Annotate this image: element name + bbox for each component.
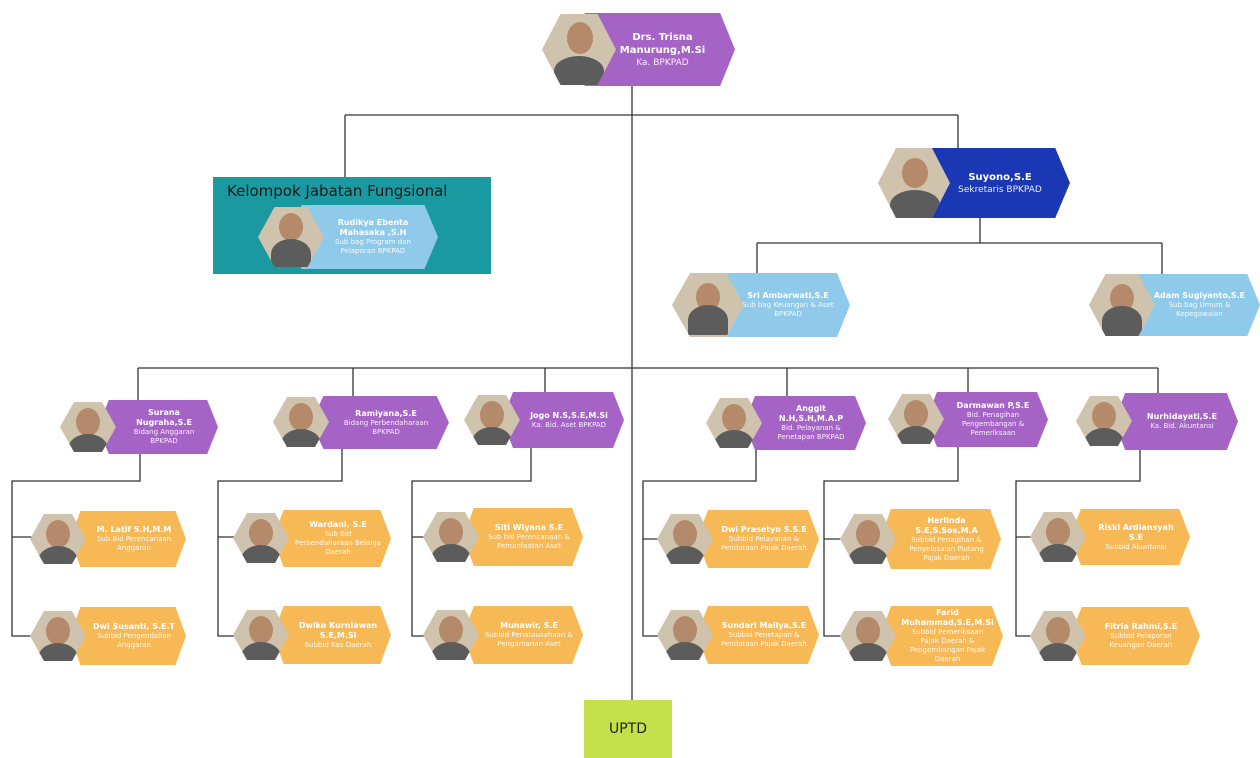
node-kasubid-3-2[interactable]: Munawir, S.E Subbid Penatausahaan & Peng… xyxy=(423,606,583,664)
node-kasubid-2-1[interactable]: Wardani, S.E Sub Bid Perbendaharaan Bela… xyxy=(233,510,391,567)
kasubid-6-1-role: Subbid Akuntansi xyxy=(1105,542,1167,551)
node-sekretaris[interactable]: Suyono,S.E Sekretaris BPKPAD xyxy=(868,148,1070,218)
bidang-3-name: Jogo N.S,S.E,M.Si xyxy=(530,410,608,420)
head-name: Drs. Trisna Manurung,M.Si xyxy=(619,31,706,56)
bidang-2-role: Bidang Perbendaharaan BPKPAD xyxy=(343,418,429,436)
sub-sekretaris-1-role: Sub bag Keuangan & Aset BPKPAD xyxy=(742,301,834,318)
node-kasubid-2-2[interactable]: Dwiko Kurniawan S.E,M.Si Subbid Kas Daer… xyxy=(233,606,391,664)
kasubid-6-2-avatar xyxy=(1030,611,1086,661)
kasubid-5-2-name: Farid Muhammad,S.E,M.Si xyxy=(901,608,994,627)
sekretaris-role: Sekretaris BPKPAD xyxy=(958,184,1042,195)
node-kasubid-4-2[interactable]: Sundari Mailya,S.E Subbid Penetapan & Pe… xyxy=(657,606,819,664)
sub-sekretaris-2-role: Sub.bag Umum & Kepegawaian xyxy=(1168,301,1231,318)
kasubid-2-1-role: Sub Bid Perbendaharaan Belanja Daerah xyxy=(295,530,381,556)
kasubid-5-1-name: Herlinda S.E,S.Sos,M.A xyxy=(915,515,978,535)
fungsional-title: Kelompok Jabatan Fungsional xyxy=(227,182,448,200)
node-bidang-3[interactable]: Jogo N.S,S.E,M.Si Ka. Bid. Aset BPKPAD xyxy=(464,392,624,448)
bidang-3-avatar xyxy=(464,395,520,445)
fungsional-name: Rudikya Ebenta Mahasaka ,S.H xyxy=(337,218,409,237)
kasubid-3-2-name: Munawir, S.E xyxy=(500,621,558,630)
kasubid-4-2-role: Subbid Penetapan & Pendataan Pajak Daera… xyxy=(721,631,807,648)
node-head[interactable]: Drs. Trisna Manurung,M.Si Ka. BPKPAD xyxy=(530,13,735,86)
kasubid-1-1-name: M. Latif S.H,M.M xyxy=(96,525,172,534)
kasubid-4-1-role: Subbid Pelayanan & Pendataan Pajak Daera… xyxy=(721,535,807,552)
kasubid-5-2-role: Subbid Pemeriksaan Pajak Daerah & Pengem… xyxy=(909,628,986,663)
sub-sekretaris-1-name: Sri Ambarwati,S.E xyxy=(747,291,829,300)
bidang-1-role: Bidang Anggaran BPKPAD xyxy=(133,428,195,445)
node-kasubid-5-2[interactable]: Farid Muhammad,S.E,M.Si Subbid Pemeriksa… xyxy=(840,606,1003,666)
kasubid-4-2-name: Sundari Mailya,S.E xyxy=(721,621,807,630)
node-kasubid-6-2[interactable]: Fitria Rahmi,S.E Subbid Pelaporan Keuang… xyxy=(1030,607,1200,665)
bidang-6-name: Nurhidayati,S.E xyxy=(1146,412,1218,421)
kasubid-6-1-name: Riski Ardiansyah S.E xyxy=(1098,522,1174,542)
kasubid-2-1-name: Wardani, S.E xyxy=(309,520,367,529)
node-kasubid-4-1[interactable]: Dwi Prasetyo S.S.E Subbid Pelayanan & Pe… xyxy=(657,510,819,568)
fungsional-role: Sub bag Program dan Pelaporan BPKPAD xyxy=(335,238,411,255)
node-kasubid-6-1[interactable]: Riski Ardiansyah S.E Subbid Akuntansi xyxy=(1030,509,1190,565)
kasubid-1-1-role: Sub Bid Perencanaan Anggaran xyxy=(96,535,172,552)
bidang-2-avatar xyxy=(273,397,329,447)
node-kasubid-1-2[interactable]: Dwi Susanti, S.E.T Subbid Pengendalian A… xyxy=(30,607,186,665)
node-kasubid-5-1[interactable]: Herlinda S.E,S.Sos,M.A Subbid Penagihan … xyxy=(840,509,1001,569)
bidang-4-name: Anggit N.H,S.H,M.A.P xyxy=(778,404,844,423)
node-bidang-2[interactable]: Ramiyana,S.E Bidang Perbendaharaan BPKPA… xyxy=(273,396,449,449)
kasubid-6-1-avatar xyxy=(1030,512,1086,562)
kasubid-1-2-name: Dwi Susanti, S.E.T xyxy=(92,622,176,631)
sub-sekretaris-2-avatar xyxy=(1089,274,1155,336)
bidang-4-role: Bid. Pelayanan & Penetapan BPKPAD xyxy=(777,424,845,441)
bidang-1-avatar xyxy=(60,402,116,452)
fungsional-avatar xyxy=(258,207,324,267)
sub-sekretaris-2-name: Adam Sugiyanto,S.E xyxy=(1153,291,1246,300)
bidang-5-name: Darmawan P,S.E xyxy=(956,401,1030,410)
node-bidang-6[interactable]: Nurhidayati,S.E Ka. Bid. Akuntansi xyxy=(1076,393,1238,450)
kasubid-6-2-name: Fitria Rahmi,S.E xyxy=(1104,622,1178,631)
kasubid-3-2-role: Subbid Penatausahaan & Pengamanan Aset xyxy=(485,631,573,648)
node-sub-sekretaris-2[interactable]: Adam Sugiyanto,S.E Sub.bag Umum & Kepega… xyxy=(1089,274,1260,336)
bidang-5-role: Bid. Penagihan Pengembangan & Pemeriksaa… xyxy=(961,411,1025,437)
node-bidang-1[interactable]: Surana Nugraha,S.E Bidang Anggaran BPKPA… xyxy=(60,400,218,454)
node-bidang-4[interactable]: Anggit N.H,S.H,M.A.P Bid. Pelayanan & Pe… xyxy=(706,396,866,450)
kasubid-5-1-role: Subbid Penagihan & Penyelesaian Piutang … xyxy=(909,535,984,562)
kasubid-2-2-role: Subbid Kas Daerah xyxy=(304,640,372,649)
bidang-6-avatar xyxy=(1076,396,1132,446)
uptd-label: UPTD xyxy=(608,721,648,737)
bidang-1-name: Surana Nugraha,S.E xyxy=(136,408,192,427)
sekretaris-avatar xyxy=(878,148,950,218)
sekretaris-name: Suyono,S.E xyxy=(968,171,1032,183)
bidang-2-name: Ramiyana,S.E xyxy=(355,408,417,418)
kelompok-jabatan-fungsional: Kelompok Jabatan Fungsional Rudikya Eben… xyxy=(213,177,491,274)
node-sub-sekretaris-1[interactable]: Sri Ambarwati,S.E Sub bag Keuangan & Ase… xyxy=(672,273,850,337)
kasubid-4-1-name: Dwi Prasetyo S.S.E xyxy=(721,525,807,534)
drops-bidang xyxy=(137,368,1159,400)
node-fungsional[interactable]: Rudikya Ebenta Mahasaka ,S.H Sub bag Pro… xyxy=(258,205,438,269)
node-bidang-5[interactable]: Darmawan P,S.E Bid. Penagihan Pengembang… xyxy=(888,392,1048,447)
kasubid-6-2-role: Subbid Pelaporan Keuangan Daerah xyxy=(1109,632,1173,649)
uptd-box[interactable]: UPTD xyxy=(584,700,672,758)
node-kasubid-1-1[interactable]: M. Latif S.H,M.M Sub Bid Perencanaan Ang… xyxy=(30,511,186,567)
kasubid-3-1-role: Sub bid Perencanaan & Pemanfaatan Aset xyxy=(488,533,570,550)
kasubid-1-2-role: Subbid Pengendalian Anggaran xyxy=(97,632,171,649)
node-kasubid-3-1[interactable]: Siti Wiyana S.E Sub bid Perencanaan & Pe… xyxy=(423,508,583,566)
bidang-6-role: Ka. Bid. Akuntansi xyxy=(1150,422,1214,430)
bidang-3-role: Ka. Bid. Aset BPKPAD xyxy=(531,420,607,429)
kasubid-3-1-name: Siti Wiyana S.E xyxy=(494,523,564,532)
head-role: Ka. BPKPAD xyxy=(636,57,689,68)
kasubid-2-2-name: Dwiko Kurniawan S.E,M.Si xyxy=(298,620,378,640)
